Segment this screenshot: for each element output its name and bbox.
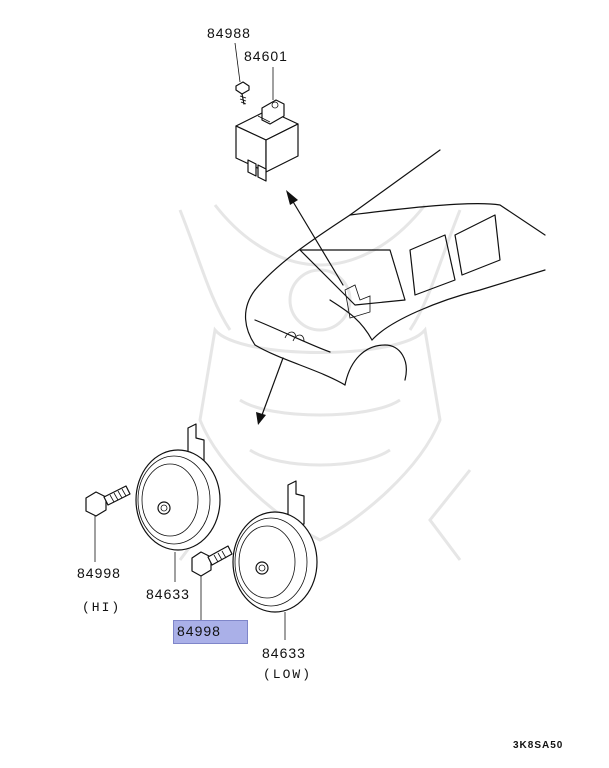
label-hi-note: (HI)	[82, 600, 122, 615]
label-84988: 84988	[207, 25, 251, 41]
label-84633-low: 84633	[262, 645, 306, 661]
highlight-84998[interactable]	[173, 620, 248, 644]
label-low-note: (LOW)	[263, 667, 313, 682]
vehicle-outline	[245, 149, 546, 386]
horn-icon	[135, 423, 221, 551]
screw-icon	[235, 81, 250, 105]
label-84633-hi: 84633	[146, 586, 190, 602]
diagram-code: 3K8SA50	[513, 740, 564, 751]
label-84601: 84601	[244, 48, 288, 64]
label-84998-highlighted[interactable]: 84998	[177, 623, 221, 639]
bolt-icon	[85, 485, 131, 517]
bolt-icon	[191, 545, 233, 577]
relay-icon	[235, 99, 299, 182]
label-84998-hi: 84998	[77, 565, 121, 581]
horn-icon	[232, 480, 318, 613]
arrow-icon	[256, 190, 344, 425]
